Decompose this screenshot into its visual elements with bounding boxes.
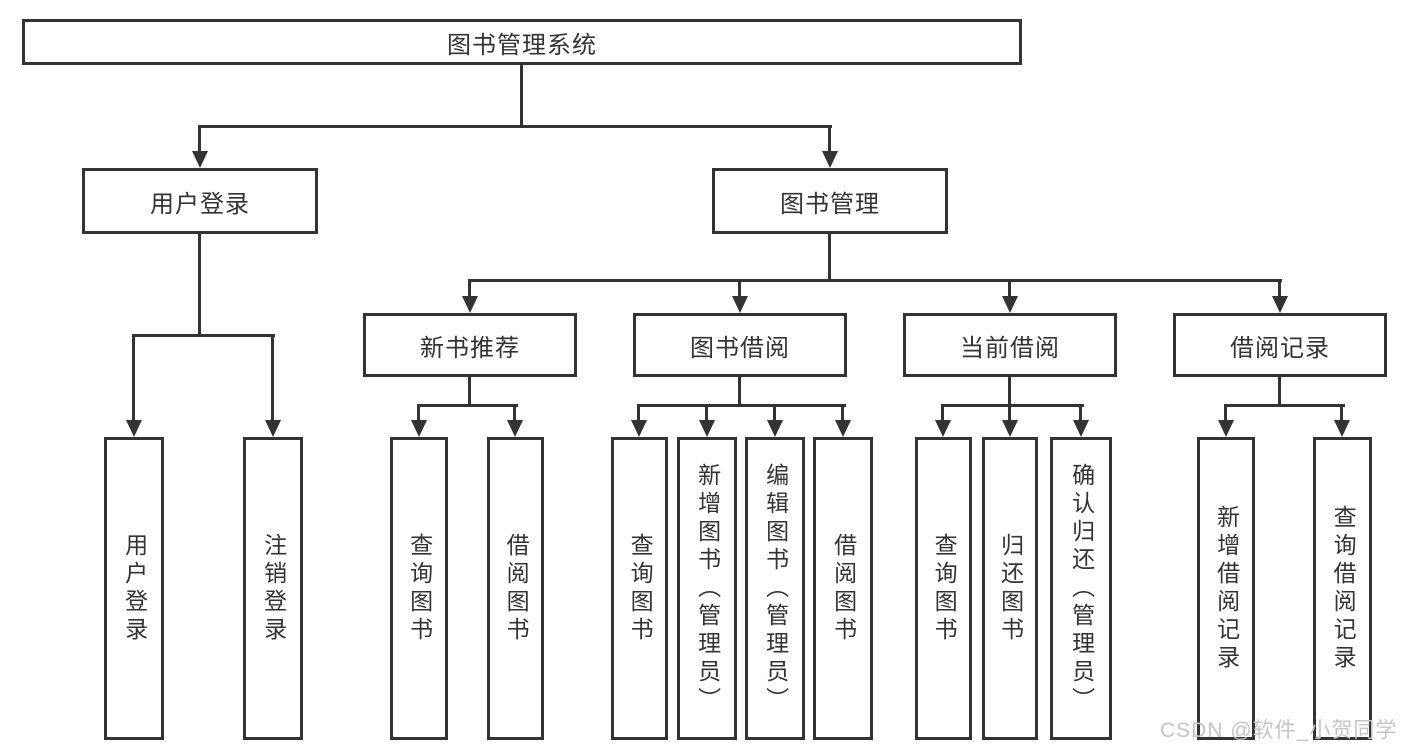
connector-line bbox=[637, 404, 640, 423]
arrowhead-down-icon bbox=[1218, 420, 1234, 437]
connector-line bbox=[513, 404, 516, 423]
connector-line bbox=[1079, 404, 1082, 423]
connector-line bbox=[417, 404, 420, 423]
connector-line bbox=[1008, 404, 1011, 423]
connector-line bbox=[637, 404, 846, 407]
arrowhead-down-icon bbox=[462, 296, 478, 313]
connector-line bbox=[705, 404, 708, 423]
connector-line bbox=[941, 404, 944, 423]
connector-line bbox=[198, 125, 201, 153]
connector-line bbox=[198, 234, 201, 337]
arrowhead-down-icon bbox=[1334, 420, 1350, 437]
connector-line bbox=[520, 65, 523, 128]
leaf-newbook-query-books: 查询图书 bbox=[390, 437, 448, 740]
leaf-borrow-borrow-books: 借阅图书 bbox=[813, 437, 873, 740]
connector-line bbox=[1008, 279, 1011, 301]
connector-line bbox=[132, 334, 135, 423]
connector-line bbox=[1340, 404, 1343, 423]
arrowhead-down-icon bbox=[192, 151, 208, 168]
arrowhead-down-icon bbox=[631, 420, 647, 437]
connector-line bbox=[1008, 377, 1011, 407]
leaf-current-query-books: 查询图书 bbox=[915, 437, 972, 740]
node-book-borrow: 图书借阅 bbox=[633, 313, 847, 377]
arrowhead-down-icon bbox=[935, 420, 951, 437]
arrowhead-down-icon bbox=[767, 420, 783, 437]
leaf-user-login: 用户登录 bbox=[104, 437, 164, 740]
leaf-current-confirm-return-admin: 确认归还（管理员） bbox=[1050, 437, 1112, 740]
connector-line bbox=[1224, 404, 1227, 423]
arrowhead-down-icon bbox=[411, 420, 427, 437]
connector-line bbox=[841, 404, 844, 423]
arrowhead-down-icon bbox=[835, 420, 851, 437]
connector-line bbox=[468, 377, 471, 407]
leaf-borrow-query-books: 查询图书 bbox=[611, 437, 668, 740]
connector-line bbox=[941, 404, 1084, 407]
arrowhead-down-icon bbox=[126, 420, 142, 437]
arrowhead-down-icon bbox=[1002, 420, 1018, 437]
connector-line bbox=[738, 279, 741, 301]
connector-line bbox=[271, 334, 274, 423]
connector-line bbox=[1278, 377, 1281, 407]
arrowhead-down-icon bbox=[1002, 296, 1018, 313]
leaf-records-query-record: 查询借阅记录 bbox=[1313, 437, 1372, 740]
arrowhead-down-icon bbox=[699, 420, 715, 437]
connector-line bbox=[738, 377, 741, 407]
arrowhead-down-icon bbox=[507, 420, 523, 437]
connector-line bbox=[468, 279, 1282, 282]
node-book-management: 图书管理 bbox=[712, 168, 948, 234]
leaf-records-add-record: 新增借阅记录 bbox=[1197, 437, 1255, 740]
connector-line bbox=[132, 334, 275, 337]
arrowhead-down-icon bbox=[265, 420, 281, 437]
connector-line bbox=[198, 125, 832, 128]
connector-line bbox=[828, 234, 831, 282]
arrowhead-down-icon bbox=[1272, 296, 1288, 313]
connector-line bbox=[773, 404, 776, 423]
leaf-borrow-add-books-admin: 新增图书（管理员） bbox=[677, 437, 737, 740]
leaf-current-return-books: 归还图书 bbox=[982, 437, 1038, 740]
node-user-login: 用户登录 bbox=[82, 168, 318, 234]
leaf-logout: 注销登录 bbox=[243, 437, 303, 740]
arrowhead-down-icon bbox=[1073, 420, 1089, 437]
node-new-book-recommend: 新书推荐 bbox=[363, 313, 577, 377]
leaf-borrow-edit-books-admin: 编辑图书（管理员） bbox=[745, 437, 805, 740]
csdn-watermark: CSDN @软件_小贺同学 bbox=[1160, 719, 1398, 742]
connector-line bbox=[417, 404, 518, 407]
connector-line bbox=[468, 279, 471, 301]
node-borrow-records: 借阅记录 bbox=[1173, 313, 1387, 377]
leaf-newbook-borrow-books: 借阅图书 bbox=[487, 437, 544, 740]
node-current-borrow: 当前借阅 bbox=[903, 313, 1117, 377]
connector-line bbox=[1278, 279, 1281, 301]
arrowhead-down-icon bbox=[732, 296, 748, 313]
arrowhead-down-icon bbox=[822, 151, 838, 168]
node-root-system: 图书管理系统 bbox=[22, 19, 1022, 65]
connector-line bbox=[828, 125, 831, 153]
connector-line bbox=[1224, 404, 1345, 407]
